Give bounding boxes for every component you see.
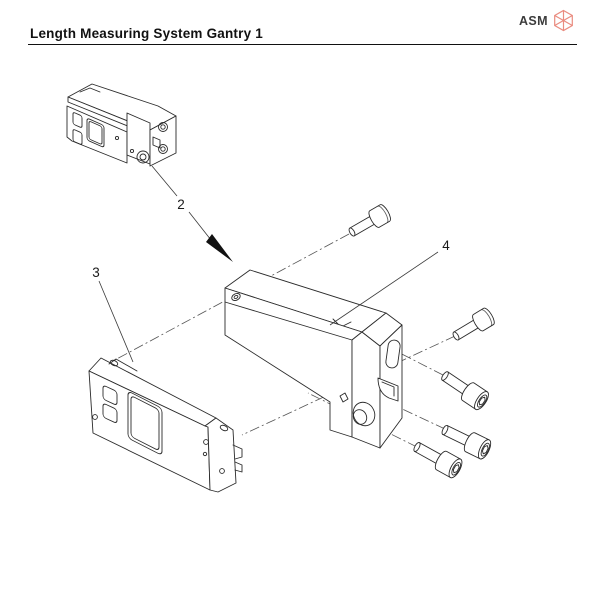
leader-3 bbox=[98, 280, 134, 363]
screw-right-lower-b bbox=[409, 436, 465, 481]
part-mounting-bracket bbox=[224, 269, 403, 449]
direction-arrow bbox=[206, 234, 233, 262]
leader-4 bbox=[329, 251, 439, 326]
callouts: 2 3 4 bbox=[92, 165, 450, 363]
leader-2a bbox=[151, 165, 178, 197]
callout-4: 4 bbox=[442, 238, 450, 253]
callout-2: 2 bbox=[177, 197, 185, 212]
leader-2b bbox=[188, 211, 212, 241]
screw-right-upper bbox=[436, 365, 492, 413]
cube-wireframe-icon bbox=[554, 9, 573, 32]
screw-side bbox=[448, 306, 497, 346]
header-rule bbox=[28, 44, 577, 45]
brand-logo: ASM bbox=[519, 9, 575, 32]
part-assembled-unit bbox=[66, 83, 177, 167]
page-title: Length Measuring System Gantry 1 bbox=[30, 26, 263, 41]
callout-3: 3 bbox=[92, 265, 100, 280]
brand-text: ASM bbox=[519, 13, 548, 28]
part-sensor-body bbox=[88, 357, 243, 493]
screw-top bbox=[344, 202, 394, 242]
